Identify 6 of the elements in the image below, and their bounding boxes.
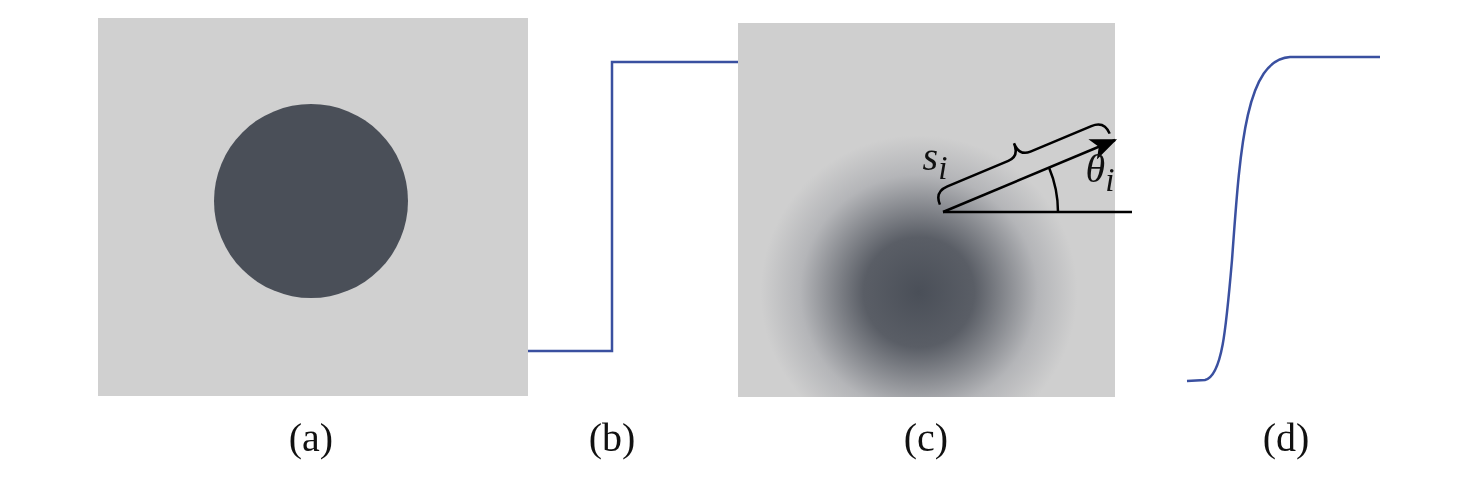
panel-label: (b) — [588, 413, 636, 461]
panel-label: (d) — [1262, 413, 1310, 461]
panel-label: (c) — [903, 413, 949, 461]
panel-label: (a) — [288, 413, 334, 461]
variable-label: s$_{i}$ — [922, 133, 948, 187]
variable-label: θ$_{i}$ — [1085, 145, 1115, 199]
